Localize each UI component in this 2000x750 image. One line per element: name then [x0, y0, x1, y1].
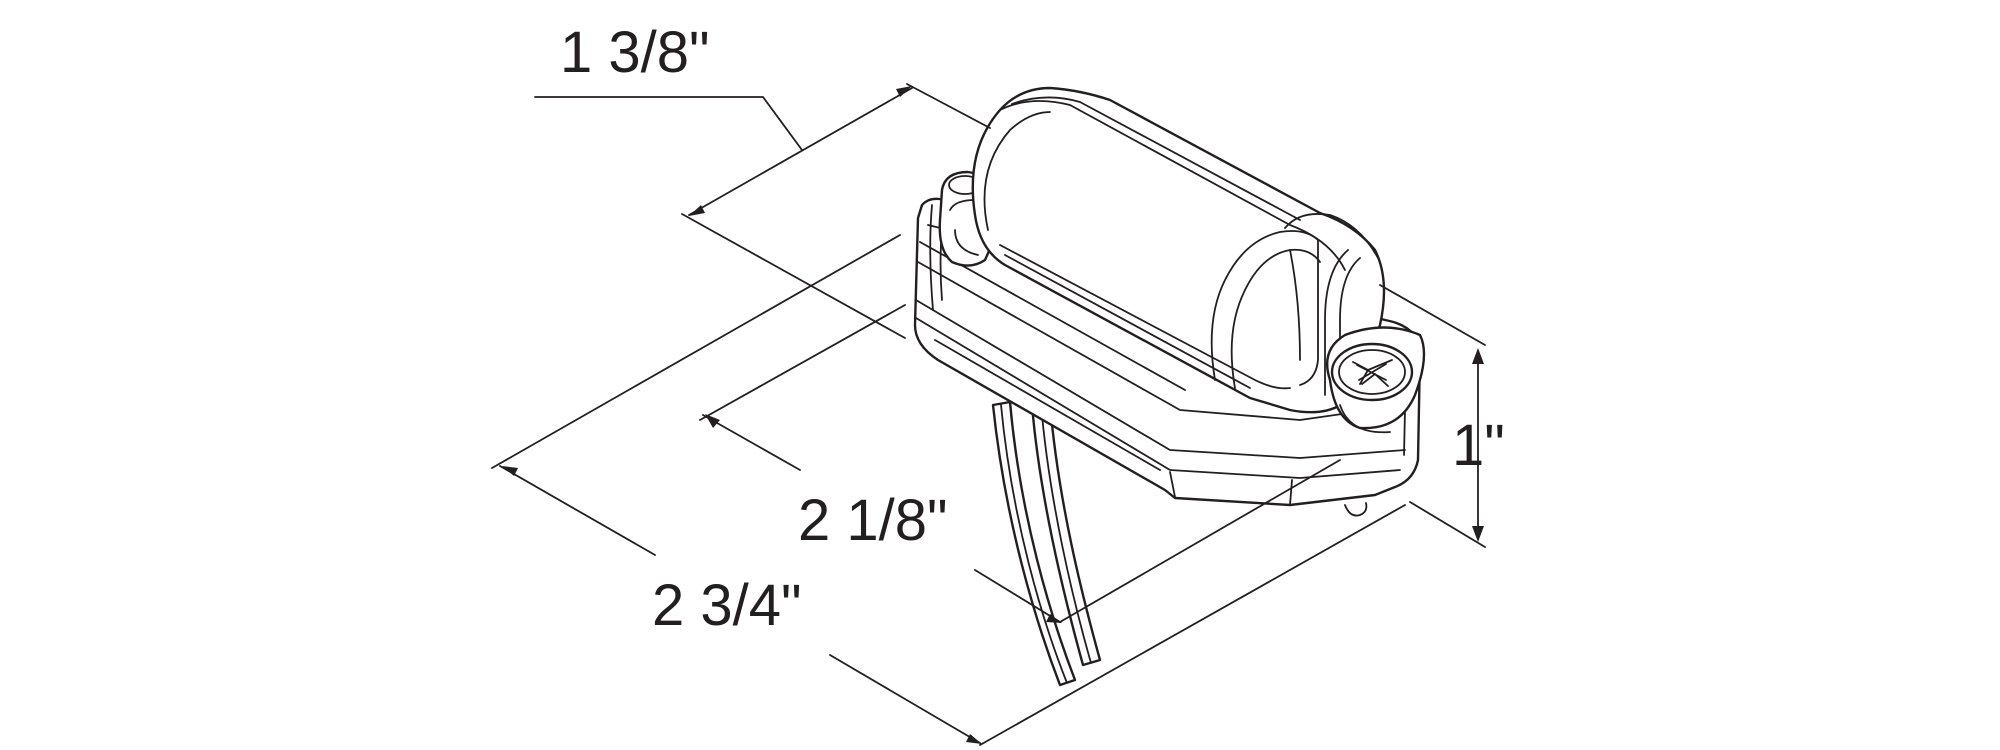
dimension-overall-length — [491, 234, 1406, 746]
label-height: 1" — [1452, 413, 1505, 478]
right-mount-ear — [1325, 326, 1426, 434]
label-overall-length: 2 3/4" — [652, 573, 802, 638]
label-width-top: 1 3/8" — [560, 20, 710, 85]
dimension-inner-length — [699, 304, 1341, 623]
dimension-height — [1379, 284, 1486, 548]
lens-housing — [971, 86, 1386, 414]
wire-leads — [991, 400, 1102, 687]
label-inner-length: 2 1/8" — [798, 488, 948, 553]
dimension-width-top — [534, 83, 991, 339]
